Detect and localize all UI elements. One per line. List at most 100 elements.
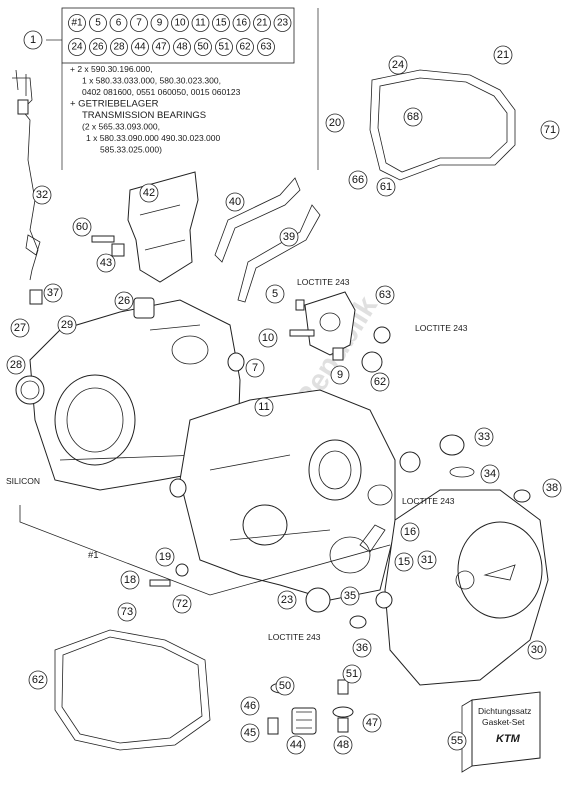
callout-23: 23: [277, 590, 297, 610]
callout-43: 43: [96, 253, 116, 273]
group-badge: #1: [88, 550, 99, 561]
callout-60: 60: [72, 217, 92, 237]
callout-number: 16: [404, 526, 416, 538]
kit-part-number: 21: [256, 18, 268, 29]
callout-number: 35: [344, 590, 356, 602]
callout-24: 24: [388, 55, 408, 75]
kit-part-number: 26: [92, 42, 104, 53]
kit-part-number: 48: [176, 42, 188, 53]
callout-10: 10: [258, 328, 278, 348]
callout-number: 48: [337, 739, 349, 751]
kit-part-number: 63: [260, 42, 272, 53]
callout-34: 34: [480, 464, 500, 484]
callout-29: 29: [57, 315, 77, 335]
kit-part-number: 6: [116, 18, 122, 29]
kit-note-line: 1 x 580.33.090.000 490.30.023.000: [86, 133, 221, 143]
callout-number: 51: [346, 668, 358, 680]
callout-number: 32: [36, 189, 48, 201]
callout-number: 5: [272, 288, 278, 300]
kit-note-line: 0402 081600, 0551 060050, 0015 060123: [82, 87, 241, 97]
callout-number: 9: [337, 369, 343, 381]
ktm-logo: KTM: [496, 733, 521, 745]
callout-number: 21: [497, 49, 509, 61]
callout-42: 42: [139, 183, 159, 203]
callout-62: 62: [370, 372, 390, 392]
callout-7: 7: [245, 358, 265, 378]
callout-31: 31: [417, 550, 437, 570]
silicon-label: SILICON: [6, 476, 40, 486]
callout-number: 26: [118, 295, 130, 307]
callout-1: 1: [23, 30, 43, 50]
callout-number: 61: [380, 181, 392, 193]
callout-number: 18: [124, 574, 136, 586]
callout-number: 60: [76, 221, 88, 233]
callout-47: 47: [362, 713, 382, 733]
kit-part-number: 24: [71, 42, 83, 53]
kit-part-circle: [110, 38, 128, 56]
callout-number: 45: [244, 727, 256, 739]
callout-number: 71: [544, 124, 556, 136]
kit-part-number: 5: [95, 18, 101, 29]
callout-number: 27: [14, 322, 26, 334]
kit-part-number: 16: [236, 18, 248, 29]
callout-number: 29: [61, 319, 73, 331]
callout-61: 61: [376, 177, 396, 197]
kit-part-number: 50: [197, 42, 209, 53]
callout-number: 19: [159, 551, 171, 563]
callout-45: 45: [240, 723, 260, 743]
callout-62: 62: [28, 670, 48, 690]
callout-number: 31: [421, 554, 433, 566]
gasket-box-subtitle: Gasket-Set: [482, 717, 525, 727]
kit-part-number: 47: [155, 42, 167, 53]
callout-number: 11: [258, 401, 269, 413]
callout-number: 50: [279, 680, 291, 692]
callout-35: 35: [340, 586, 360, 606]
kit-part-circle: [89, 38, 107, 56]
callout-number: 72: [176, 598, 188, 610]
callout-44: 44: [286, 735, 306, 755]
callout-66: 66: [348, 170, 368, 190]
callout-33: 33: [474, 427, 494, 447]
callout-48: 48: [333, 735, 353, 755]
callout-number: 68: [407, 111, 419, 123]
callout-50: 50: [275, 676, 295, 696]
callout-number: 62: [374, 376, 386, 388]
callout-number: 33: [478, 431, 490, 443]
callout-number: 10: [262, 332, 274, 344]
gasket-lower: [54, 629, 211, 751]
callout-number: 34: [484, 468, 496, 480]
bracket-40: [214, 177, 301, 263]
kit-part-number: 51: [218, 42, 230, 53]
callout-39: 39: [279, 227, 299, 247]
callout-19: 19: [155, 547, 175, 567]
kit-note-line: 1 x 580.33.033.000, 580.30.023.300,: [82, 76, 221, 86]
kit-part-circle: [130, 14, 148, 32]
callout-27: 27: [10, 318, 30, 338]
callout-15: 15: [394, 552, 414, 572]
kit-part-number: 9: [157, 18, 163, 29]
kit-part-number: 23: [277, 18, 289, 29]
loctite-label-3: LOCTITE 243: [402, 496, 455, 506]
kit-part-circle: [171, 14, 189, 32]
callout-36: 36: [352, 638, 372, 658]
callout-number: 1: [30, 34, 36, 46]
kit-part-number: 7: [136, 18, 142, 29]
callout-number: 36: [356, 642, 368, 654]
callout-number: 38: [546, 482, 558, 494]
kit-part-circle: [212, 14, 230, 32]
kit-part-circle: [236, 38, 254, 56]
callout-68: 68: [403, 107, 423, 127]
callout-number: 55: [451, 735, 463, 747]
callout-number: 73: [121, 606, 133, 618]
callout-71: 71: [540, 120, 560, 140]
callout-73: 73: [117, 602, 137, 622]
kit-note-line: + 2 x 590.30.196.000,: [70, 64, 152, 74]
gasket-set-box: [471, 691, 541, 767]
kit-note-line: 585.33.025.000): [100, 145, 162, 155]
callout-number: 46: [244, 700, 256, 712]
callout-18: 18: [120, 570, 140, 590]
callout-26: 26: [114, 291, 134, 311]
callout-20: 20: [325, 113, 345, 133]
